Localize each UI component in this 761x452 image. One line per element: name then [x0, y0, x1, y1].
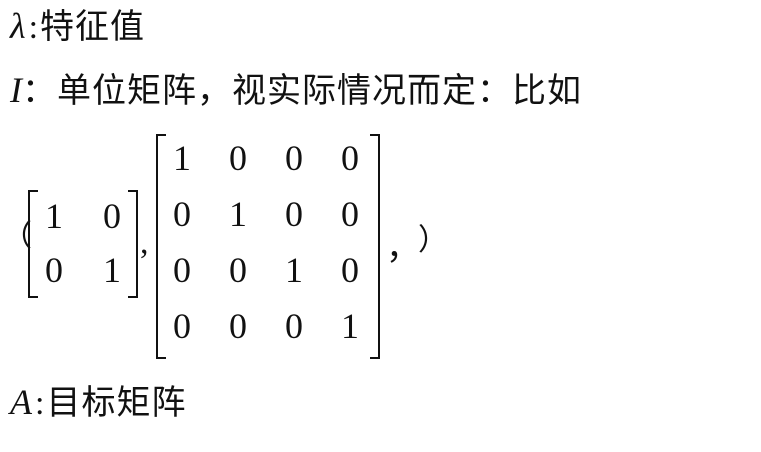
- matrix-cell: 1: [341, 306, 359, 346]
- matrix-right-bracket: [370, 134, 380, 359]
- definition-colon: :: [28, 9, 39, 46]
- matrix-right-bracket: [128, 190, 138, 298]
- matrix-left-bracket: [28, 190, 38, 298]
- trailing-comma: ，: [386, 230, 420, 267]
- open-parenthesis: （: [2, 220, 32, 253]
- matrix-cell: 1: [45, 196, 63, 236]
- definition-colon: :: [35, 385, 45, 422]
- identity-definition: I：单位矩阵，视实际情况而定：比如: [10, 70, 582, 111]
- matrix-cell: 0: [285, 194, 303, 234]
- identity-symbol: I: [10, 70, 22, 110]
- matrix-cell: 0: [45, 250, 63, 290]
- eigenvalue-definition: λ:特征值: [10, 6, 145, 48]
- target-matrix-symbol: A: [10, 382, 32, 422]
- matrix-separator-comma: ,: [140, 224, 149, 261]
- matrix-cell: 0: [341, 250, 359, 290]
- matrix-cell: 0: [103, 196, 121, 236]
- definition-colon: ：: [22, 71, 57, 111]
- matrix-cell: 0: [229, 306, 247, 346]
- matrix-cell: 0: [229, 250, 247, 290]
- matrix-cell: 0: [173, 306, 191, 346]
- target-matrix-label: 目标矩阵: [46, 383, 187, 423]
- matrix-cell: 0: [229, 138, 247, 178]
- matrix-left-bracket: [156, 134, 166, 359]
- matrix-cell: 0: [341, 138, 359, 178]
- matrix-cell: 1: [285, 250, 303, 290]
- close-parenthesis: ）: [418, 224, 448, 257]
- matrix-cell: 1: [229, 194, 247, 234]
- matrix-cell: 1: [173, 138, 191, 178]
- lambda-symbol: λ: [10, 6, 26, 46]
- matrix-cell: 0: [173, 194, 191, 234]
- matrix-cell: 1: [103, 250, 121, 290]
- matrix-cell: 0: [341, 194, 359, 234]
- matrix-cell: 0: [285, 138, 303, 178]
- matrix-cell: 0: [285, 306, 303, 346]
- target-matrix-definition: A:目标矩阵: [10, 382, 186, 424]
- eigenvalue-label: 特征值: [40, 7, 146, 47]
- matrix-cell: 0: [173, 250, 191, 290]
- identity-label: 单位矩阵，视实际情况而定：比如: [57, 71, 582, 111]
